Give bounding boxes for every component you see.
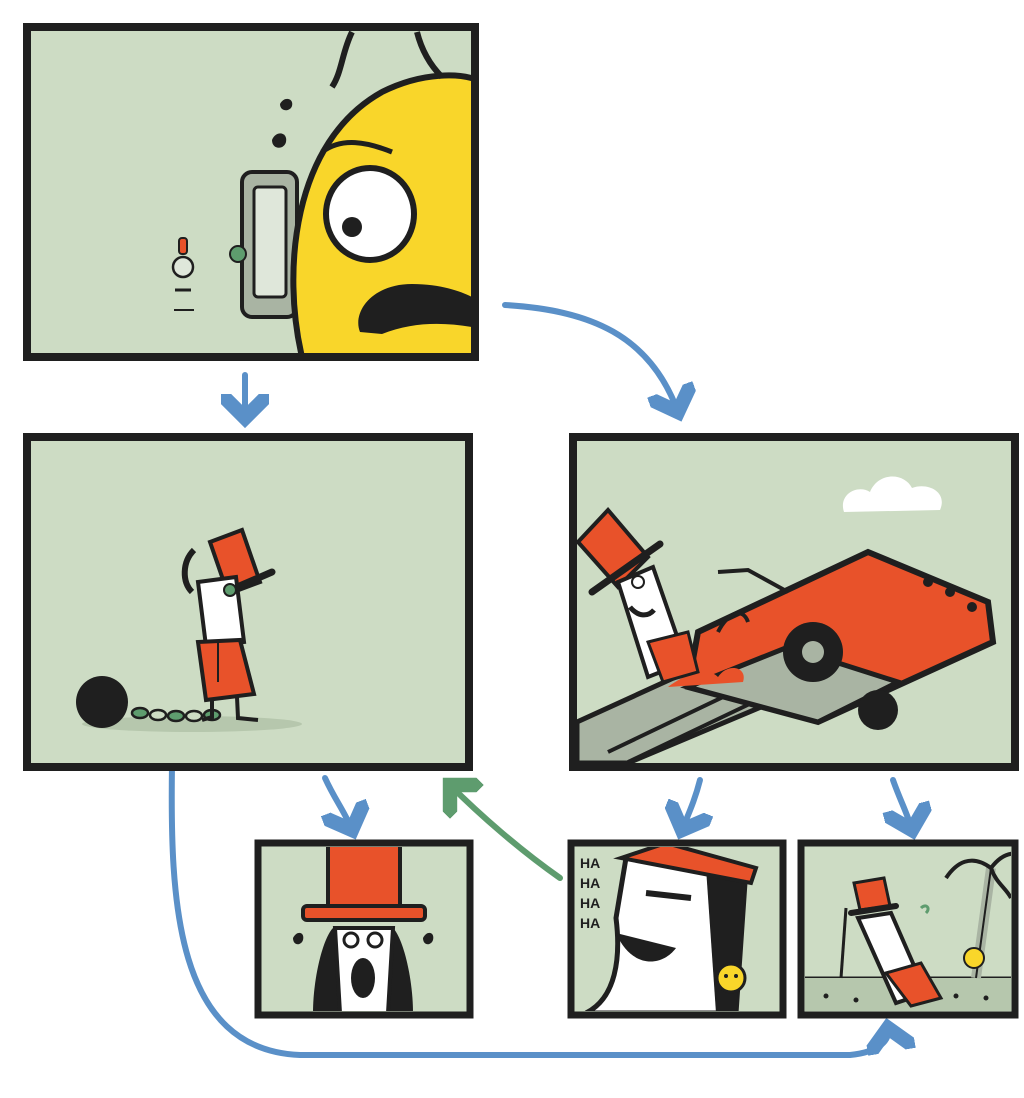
chain-icon xyxy=(130,706,222,723)
small-yellow-face-icon xyxy=(963,947,985,969)
arrow-curve-icon xyxy=(682,777,700,830)
yellow-monster xyxy=(290,31,471,353)
panel-6 xyxy=(796,838,1020,1020)
panel-5: HA HA HA HA xyxy=(566,838,788,1020)
laugh-text-1: HA xyxy=(580,855,600,871)
phone-icon xyxy=(229,170,299,319)
cloud-icon xyxy=(842,476,942,512)
laugh-text-3: HA xyxy=(580,895,600,911)
top-hat-man xyxy=(577,506,750,684)
small-figure-icon xyxy=(171,237,195,311)
sweat-drop-icon xyxy=(272,133,287,148)
tear-drop-icon xyxy=(293,932,304,945)
sweat-drop-icon xyxy=(280,98,293,111)
arrow-curve-icon xyxy=(450,785,563,881)
laugh-text-4: HA xyxy=(580,915,600,931)
top-hat-man xyxy=(839,876,944,1008)
panel-3 xyxy=(568,432,1020,772)
ball-icon xyxy=(76,676,128,728)
panel-2 xyxy=(22,432,474,772)
tear-drop-icon xyxy=(423,932,434,945)
top-hat-man xyxy=(181,527,276,722)
panel-1 xyxy=(22,22,480,362)
arrow-curve-icon xyxy=(168,762,889,1058)
laugh-text-2: HA xyxy=(580,875,600,891)
screaming-mouth xyxy=(351,958,375,998)
small-yellow-face-icon xyxy=(715,962,747,994)
arrow-curve-icon xyxy=(893,777,912,830)
panel-4 xyxy=(253,838,475,1020)
arrow-curve-icon xyxy=(502,302,678,412)
arrow-curve-icon xyxy=(325,775,352,830)
car-icon xyxy=(668,548,997,730)
laugh-text: HA HA HA HA xyxy=(580,855,600,931)
